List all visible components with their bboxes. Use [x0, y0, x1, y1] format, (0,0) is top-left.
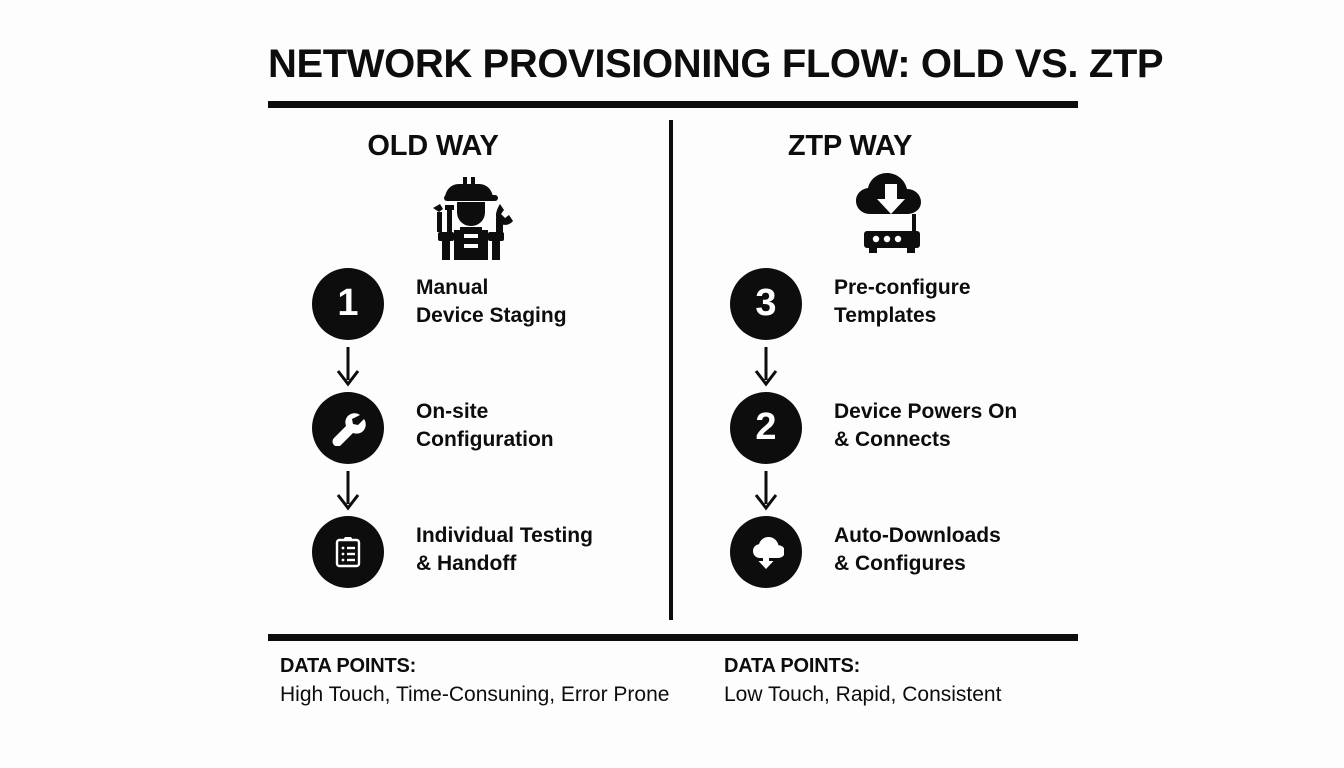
step-badge-value: 2 [755, 406, 777, 448]
step-label-line1: Individual Testing [416, 524, 593, 547]
column-heading-old-way: OLD WAY [367, 130, 499, 162]
step-label-line1: Auto-Downloads [834, 524, 1001, 547]
step-badge-number: 2 [730, 392, 802, 464]
step-label-line1: Device Powers On [834, 400, 1018, 423]
downward-arrow-icon [330, 344, 366, 390]
step-item[interactable]: Auto-Downloads & Configures [686, 516, 1086, 588]
step-label: Individual Testing & Handoff [416, 522, 666, 577]
wrench-icon [332, 413, 366, 446]
step-item[interactable]: On-site Configuration [268, 392, 668, 511]
title-underline-rule [268, 101, 1078, 108]
column-divider [669, 120, 673, 620]
downward-arrow-icon [330, 468, 366, 514]
cloud-download-icon [753, 537, 784, 569]
page-title: NETWORK PROVISIONING FLOW: OLD VS. ZTP [268, 42, 1164, 86]
column-old-way: OLD WAY [268, 120, 668, 620]
step-label-line1: Manual [416, 276, 489, 299]
footer-ztp-way: DATA POINTS: Low Touch, Rapid, Consisten… [724, 655, 1144, 707]
step-label-line2: & Connects [834, 427, 951, 451]
step-label: Pre-configure Templates [834, 274, 1086, 329]
step-item[interactable]: 1 Manual Device Staging [268, 268, 668, 387]
step-label-line2: & Configures [834, 551, 966, 575]
downward-arrow-icon [748, 344, 784, 390]
step-label: Device Powers On & Connects [834, 398, 1086, 453]
step-label: Auto-Downloads & Configures [834, 522, 1086, 577]
step-label-line2: Templates [834, 303, 937, 327]
step-item[interactable]: 3 Pre-configure Templates [686, 268, 1086, 387]
step-badge-value: 1 [337, 282, 359, 324]
step-label-line2: Configuration [416, 427, 554, 451]
cloud-download-router-icon [836, 168, 946, 260]
step-item[interactable]: 2 Device Powers On & Connects [686, 392, 1086, 511]
step-badge-cloud-download [730, 516, 802, 588]
step-item[interactable]: Individual Testing & Handoff [268, 516, 668, 588]
footer-text: High Touch, Time-Consuning, Error Prone [280, 683, 670, 706]
column-heading-ztp-way: ZTP WAY [787, 130, 913, 162]
column-ztp-way: ZTP WAY [686, 120, 1086, 620]
step-label-line1: On-site [416, 400, 489, 423]
step-label-line2: & Handoff [416, 551, 517, 575]
step-label: Manual Device Staging [416, 274, 666, 329]
step-badge-clipboard [312, 516, 384, 588]
step-badge-value: 3 [755, 282, 777, 324]
construction-worker-icon [416, 168, 526, 260]
step-label: On-site Configuration [416, 398, 666, 453]
step-label-line1: Pre-configure [834, 276, 971, 299]
footer-title: DATA POINTS: [724, 655, 861, 677]
footer-old-way: DATA POINTS: High Touch, Time-Consuning,… [280, 655, 700, 707]
clipboard-checklist-icon [335, 537, 361, 568]
step-label-line2: Device Staging [416, 303, 567, 327]
footer-text: Low Touch, Rapid, Consistent [724, 683, 1002, 706]
step-badge-wrench [312, 392, 384, 464]
step-badge-number: 3 [730, 268, 802, 340]
step-list-ztp-way: 3 Pre-configure Templates 2 [686, 268, 1086, 588]
footer-separator-rule [268, 634, 1078, 641]
step-badge-number: 1 [312, 268, 384, 340]
downward-arrow-icon [748, 468, 784, 514]
step-list-old-way: 1 Manual Device Staging [268, 268, 668, 588]
footer-title: DATA POINTS: [280, 655, 417, 677]
